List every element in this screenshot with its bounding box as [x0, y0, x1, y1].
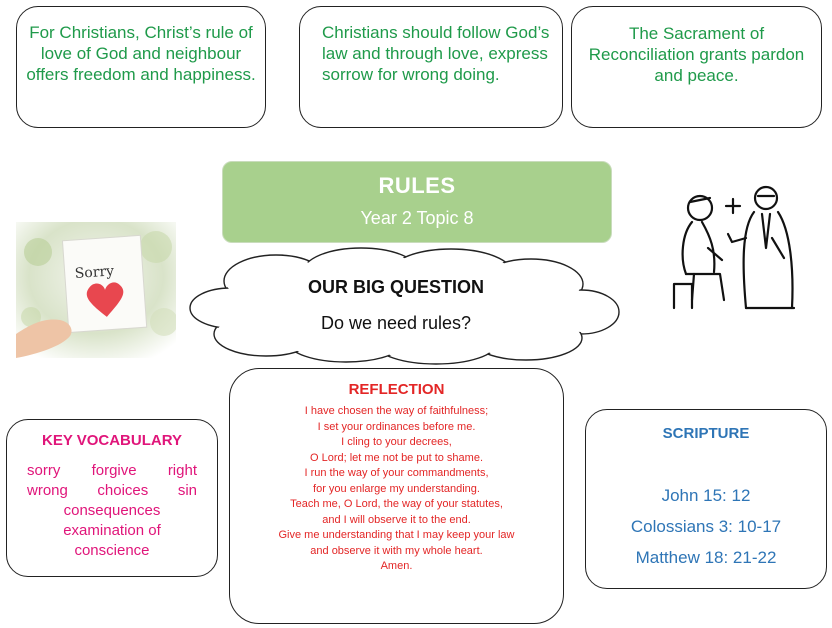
big-question-cloud — [189, 247, 620, 365]
statement-text-1: For Christians, Christ’s rule of love of… — [26, 23, 256, 84]
vocabulary-line: consequences — [63, 502, 161, 519]
prayer-line: Teach me, O Lord, the way of your statut… — [290, 498, 503, 510]
reflection-heading: REFLECTION — [348, 381, 445, 398]
prayer-line: I have chosen the way of faithfulness; — [304, 405, 489, 417]
key-vocabulary-box: KEY VOCABULARY sorry forgive right wrong… — [6, 419, 218, 577]
big-question-text: Do we need rules? — [320, 313, 472, 333]
prayer-line: I run the way of your commandments, — [304, 467, 489, 479]
scripture-reference: Matthew 18: 21-22 — [635, 548, 777, 567]
prayer-line: O Lord; let me not be put to shame. — [309, 451, 484, 464]
prayer-line: and observe it with my whole heart. — [310, 544, 483, 557]
prayer-line: for you enlarge my understanding. — [313, 482, 480, 495]
vocabulary-line: examination of — [63, 522, 161, 539]
key-vocabulary-heading: KEY VOCABULARY — [41, 432, 183, 449]
big-question-title: OUR BIG QUESTION — [307, 277, 484, 297]
prayer-line: I set your ordinances before me. — [317, 420, 476, 433]
card-text: Sorry — [74, 263, 114, 282]
scripture-reference: John 15: 12 — [661, 486, 751, 505]
vocabulary-line: wrong choices sin — [27, 482, 197, 499]
page-title: RULES — [378, 173, 456, 198]
statement-text-3: The Sacrament of Reconciliation grants p… — [588, 24, 805, 85]
scripture-box: SCRIPTURE John 15: 12 Colossians 3: 10-1… — [585, 409, 827, 589]
reflection-prayer: I have chosen the way of faithfulness; I… — [230, 404, 563, 575]
scripture-reference: Colossians 3: 10-17 — [630, 517, 782, 536]
prayer-line: Give me understanding that I may keep yo… — [278, 529, 515, 541]
page-subtitle: Year 2 Topic 8 — [360, 208, 474, 228]
vocabulary-line: sorry forgive right — [27, 462, 197, 479]
scripture-heading: SCRIPTURE — [662, 425, 750, 442]
prayer-line: I cling to your decrees, — [341, 436, 452, 448]
prayer-line: and I will observe it to the end. — [322, 513, 471, 526]
vocabulary-line: conscience — [74, 542, 150, 559]
statement-box-2: Christians should follow God’s law and t… — [299, 6, 563, 128]
scripture-references: John 15: 12 Colossians 3: 10-17 Matthew … — [586, 480, 826, 573]
confession-illustration — [672, 185, 796, 310]
reflection-box: REFLECTION I have chosen the way of fait… — [229, 368, 564, 624]
statement-box-1: For Christians, Christ’s rule of love of… — [16, 6, 266, 128]
statement-box-3: The Sacrament of Reconciliation grants p… — [571, 6, 822, 128]
vocabulary-list: sorry forgive right wrong choices sin co… — [27, 461, 197, 561]
statement-text-2: Christians should follow God’s law and t… — [322, 23, 550, 84]
sorry-card-photo: Sorry — [16, 222, 176, 358]
prayer-line: Amen. — [380, 560, 413, 572]
title-banner: RULES Year 2 Topic 8 — [222, 161, 612, 243]
